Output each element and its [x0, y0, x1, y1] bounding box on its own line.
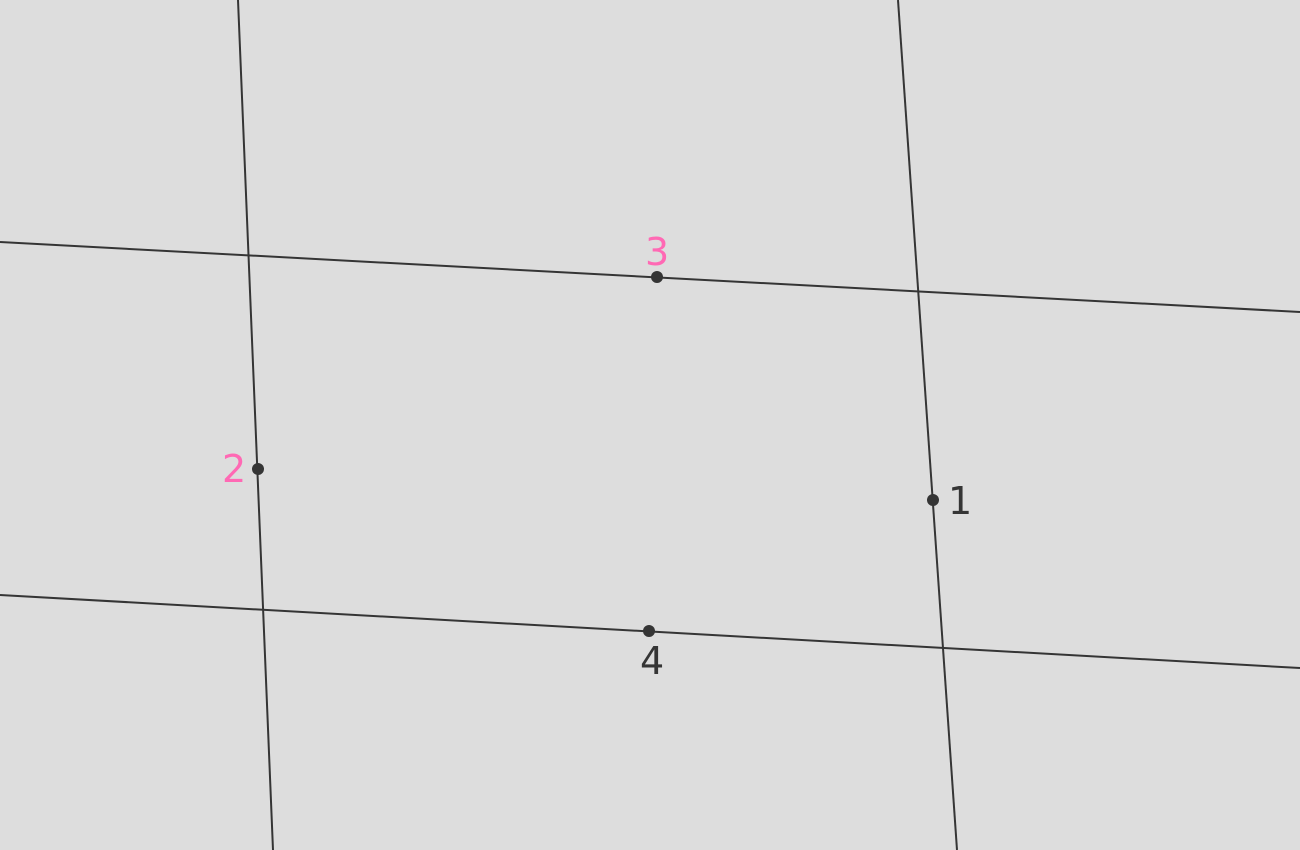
line-left-vertical [237, 0, 274, 850]
point-3-marker[interactable] [651, 271, 663, 283]
point-3[interactable]: 3 [645, 230, 669, 283]
point-2-label: 2 [222, 447, 246, 491]
point-1-marker[interactable] [927, 494, 939, 506]
point-4[interactable]: 4 [640, 625, 664, 683]
point-2[interactable]: 2 [222, 447, 264, 491]
point-4-marker[interactable] [643, 625, 655, 637]
point-1-label: 1 [948, 479, 972, 523]
point-2-marker[interactable] [252, 463, 264, 475]
line-right-vertical [897, 0, 958, 850]
point-1[interactable]: 1 [927, 479, 972, 523]
point-4-label: 4 [640, 639, 664, 683]
line-top-horizontal [0, 241, 1300, 313]
point-3-label: 3 [645, 230, 669, 274]
